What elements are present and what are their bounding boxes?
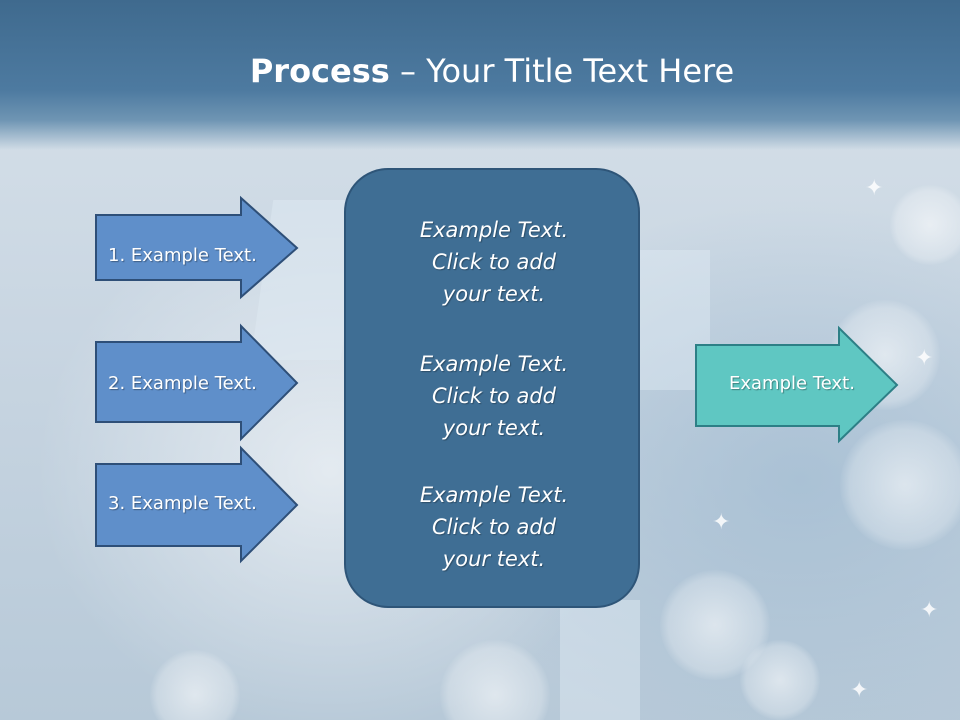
slide-title[interactable]: Process – Your Title Text Here <box>0 52 960 90</box>
center-text-line: Example Text. <box>419 352 569 376</box>
sparkle-icon: ✦ <box>850 678 869 703</box>
step-label: 1. Example Text. <box>108 245 257 266</box>
arrow-shape <box>95 445 299 564</box>
sparkle-icon: ✦ <box>920 598 939 623</box>
result-arrow[interactable]: Example Text. <box>695 325 899 444</box>
arrow-shape <box>95 323 299 442</box>
sparkle-icon: ✦ <box>712 510 731 535</box>
center-text-block-3: Example Text. Click to add your text. <box>346 479 642 575</box>
center-text-line: Click to add <box>431 250 556 274</box>
title-bold-part: Process <box>249 52 390 90</box>
center-text-line: Example Text. <box>419 218 569 242</box>
step-label: 2. Example Text. <box>108 373 257 394</box>
step-label: 3. Example Text. <box>108 493 257 514</box>
bokeh-decoration <box>890 185 960 265</box>
center-text-line: Click to add <box>431 384 556 408</box>
sparkle-icon: ✦ <box>915 346 934 371</box>
bokeh-decoration <box>150 650 240 720</box>
process-step-arrow-3[interactable]: 3. Example Text. <box>95 445 299 564</box>
arrow-shape <box>95 195 299 300</box>
sparkle-icon: ✦ <box>865 176 884 201</box>
bokeh-decoration <box>440 640 550 720</box>
process-step-arrow-2[interactable]: 2. Example Text. <box>95 323 299 442</box>
arrow-shape <box>695 325 899 444</box>
center-content-box[interactable]: Example Text. Click to add your text. Ex… <box>344 168 640 608</box>
bokeh-decoration <box>740 640 820 720</box>
center-text-line: your text. <box>442 547 546 571</box>
center-text-line: your text. <box>442 416 546 440</box>
bokeh-decoration <box>840 420 960 550</box>
result-label: Example Text. <box>729 373 855 394</box>
center-text-line: Example Text. <box>419 483 569 507</box>
process-step-arrow-1[interactable]: 1. Example Text. <box>95 195 299 300</box>
center-text-line: your text. <box>442 282 546 306</box>
star-ornament-decoration <box>560 600 640 720</box>
title-rest-part: – Your Title Text Here <box>389 52 735 90</box>
center-text-line: Click to add <box>431 515 556 539</box>
title-bar: Process – Your Title Text Here <box>0 0 960 150</box>
center-text-block-2: Example Text. Click to add your text. <box>346 348 642 444</box>
center-text-block-1: Example Text. Click to add your text. <box>346 214 642 310</box>
